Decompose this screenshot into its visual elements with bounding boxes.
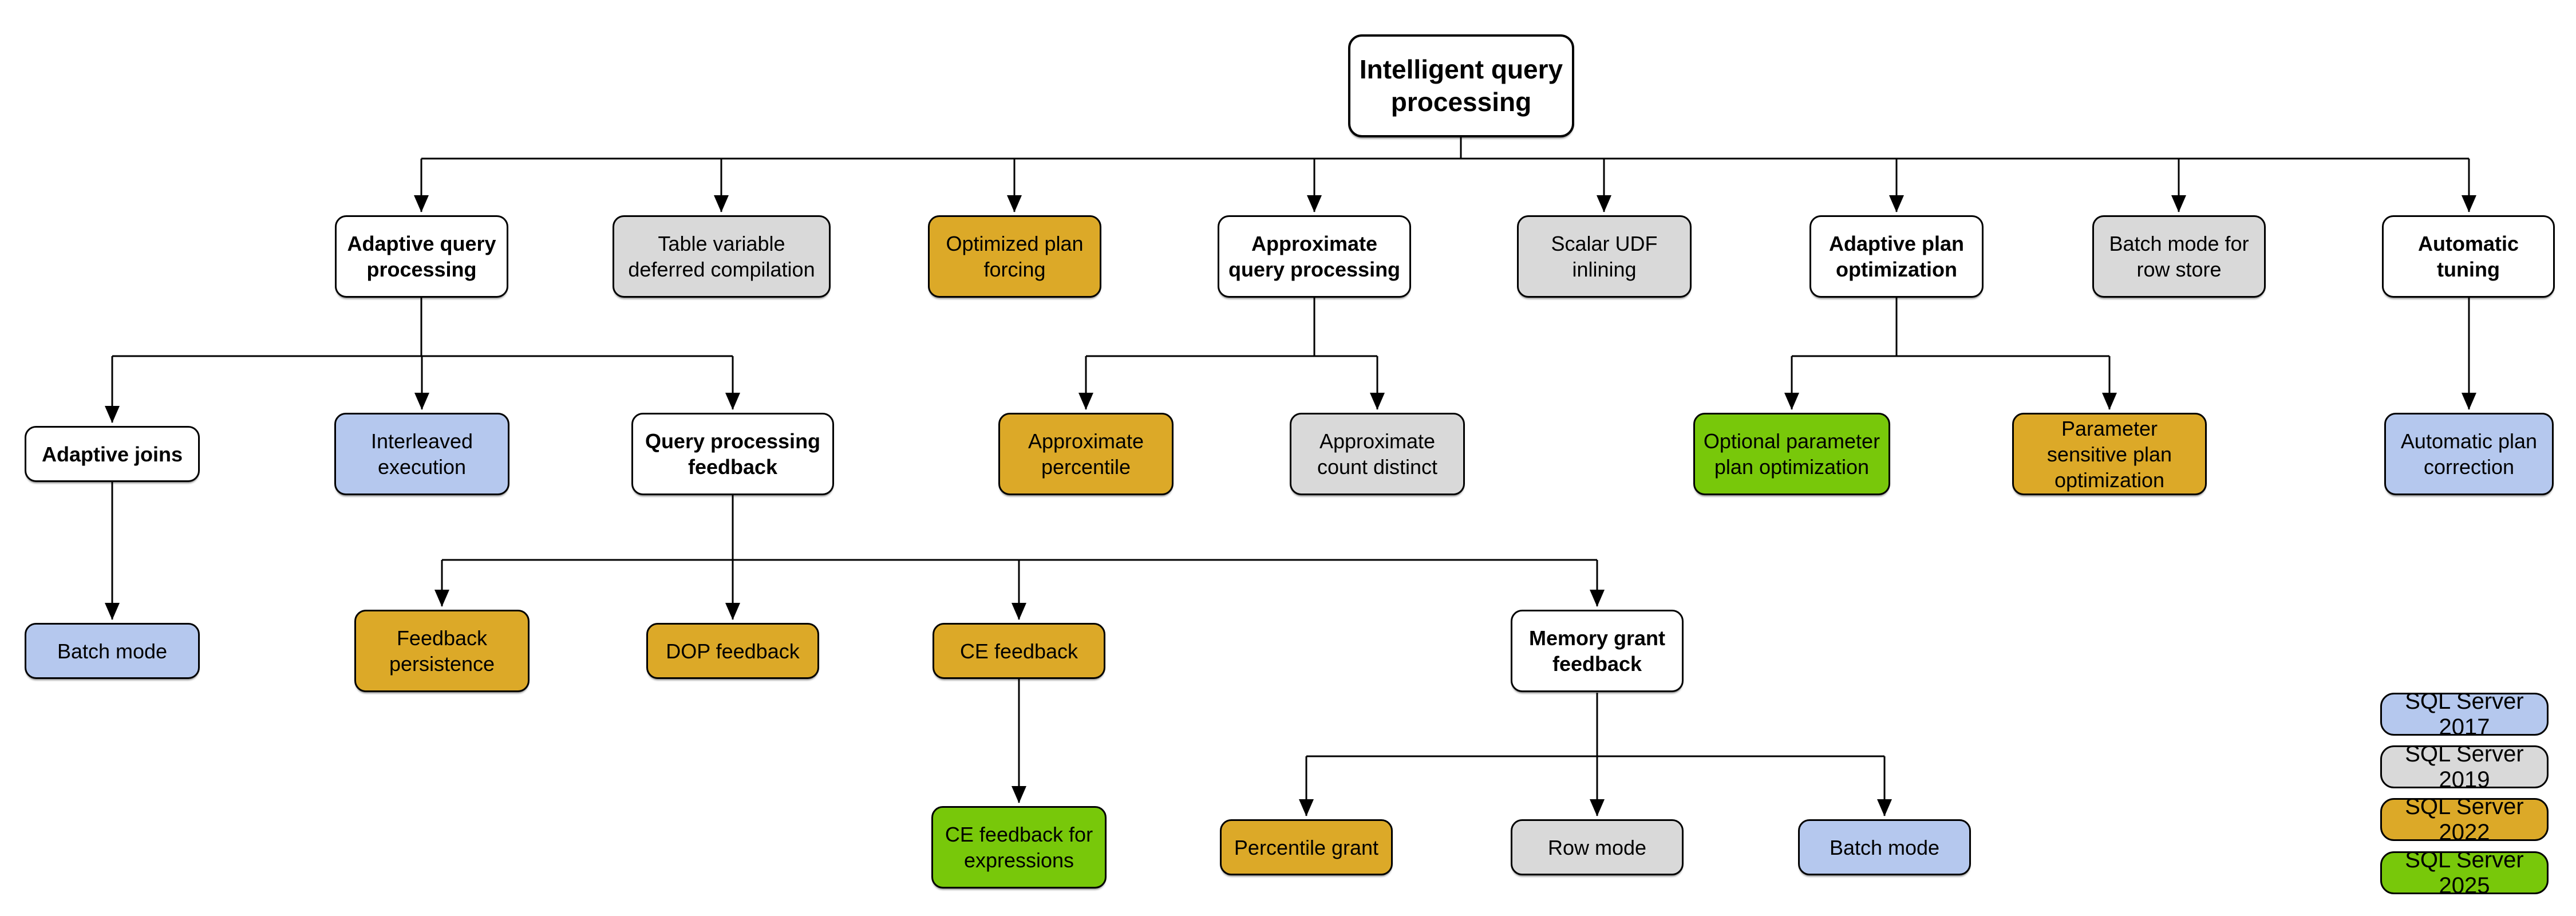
legend-sql-server-2022: SQL Server 2022 (2380, 794, 2549, 845)
node-approximate-percentile: Approximate percentile (998, 413, 1174, 495)
node-batch-mode-for-row-store: Batch mode for row store (2092, 215, 2266, 298)
node-approximate-count-distinct: Approximate count distinct (1290, 413, 1465, 495)
node-approximate-query-processing: Approximate query processing (1218, 215, 1411, 298)
node-percentile-grant: Percentile grant (1220, 819, 1393, 875)
legend-sql-server-2025: SQL Server 2025 (2380, 847, 2549, 898)
node-interleaved-execution: Interleaved execution (334, 413, 509, 495)
node-automatic-tuning: Automatic tuning (2382, 215, 2555, 298)
node-optional-parameter-plan-optimization: Optional parameter plan optimization (1693, 413, 1890, 495)
node-adaptive-joins: Adaptive joins (25, 426, 200, 482)
legend-sql-server-2017: SQL Server 2017 (2380, 689, 2549, 740)
node-table-variable-deferred-compilation: Table variable deferred compilation (613, 215, 831, 298)
node-feedback-persistence: Feedback persistence (354, 610, 530, 692)
node-intelligent-query-processing: Intelligent query processing (1348, 34, 1574, 137)
node-scalar-udf-inlining: Scalar UDF inlining (1517, 215, 1692, 298)
legend-sql-server-2019: SQL Server 2019 (2380, 741, 2549, 792)
node-row-mode: Row mode (1511, 819, 1684, 875)
node-dop-feedback: DOP feedback (646, 623, 819, 679)
node-parameter-sensitive-plan-optimization: Parameter sensitive plan optimization (2012, 413, 2207, 495)
node-adaptive-query-processing: Adaptive query processing (335, 215, 508, 298)
node-ce-feedback-for-expressions: CE feedback for expressions (931, 806, 1107, 889)
node-memory-grant-feedback: Memory grant feedback (1511, 610, 1684, 692)
node-optimized-plan-forcing: Optimized plan forcing (928, 215, 1101, 298)
node-query-processing-feedback: Query processing feedback (631, 413, 834, 495)
node-ce-feedback: CE feedback (933, 623, 1105, 679)
node-batch-mode-memory-grant: Batch mode (1798, 819, 1971, 875)
node-batch-mode-adaptive-joins: Batch mode (25, 623, 200, 679)
node-automatic-plan-correction: Automatic plan correction (2384, 413, 2554, 495)
node-adaptive-plan-optimization: Adaptive plan optimization (1809, 215, 1984, 298)
